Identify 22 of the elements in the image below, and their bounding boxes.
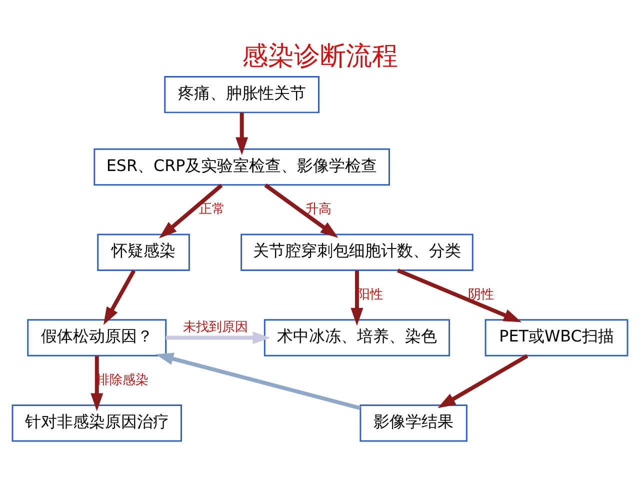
arrow (438, 354, 528, 408)
arrow (166, 331, 271, 344)
edge-label: 升高 (305, 202, 332, 217)
arrow (236, 112, 248, 155)
node-box: 假体松动原因？ (27, 318, 167, 356)
node-box: ESR、CRP及实验室检查、影像学检查 (94, 148, 390, 186)
edge-label: 正常 (199, 202, 226, 217)
edge-label: 阴性 (468, 286, 494, 302)
diagram-title: 感染诊断流程 (242, 41, 398, 72)
node-box: 术中冰冻、培养、染色 (264, 318, 450, 356)
arrow (156, 352, 361, 410)
node-box: 关节腔穿刺包细胞计数、分类 (240, 233, 474, 271)
arrow (158, 183, 223, 238)
node-box: 影像学结果 (360, 404, 468, 442)
arrow (264, 183, 338, 238)
node-box: 怀疑感染 (97, 233, 190, 271)
arrow (103, 269, 136, 325)
node-box: PET或WBC扫描 (484, 318, 628, 356)
arrow (397, 268, 522, 322)
node-box: 疼痛、肿胀性关节 (164, 75, 320, 113)
node-box: 针对非感染原因治疗 (12, 404, 182, 442)
edge-label: 未找到原因 (182, 320, 248, 335)
